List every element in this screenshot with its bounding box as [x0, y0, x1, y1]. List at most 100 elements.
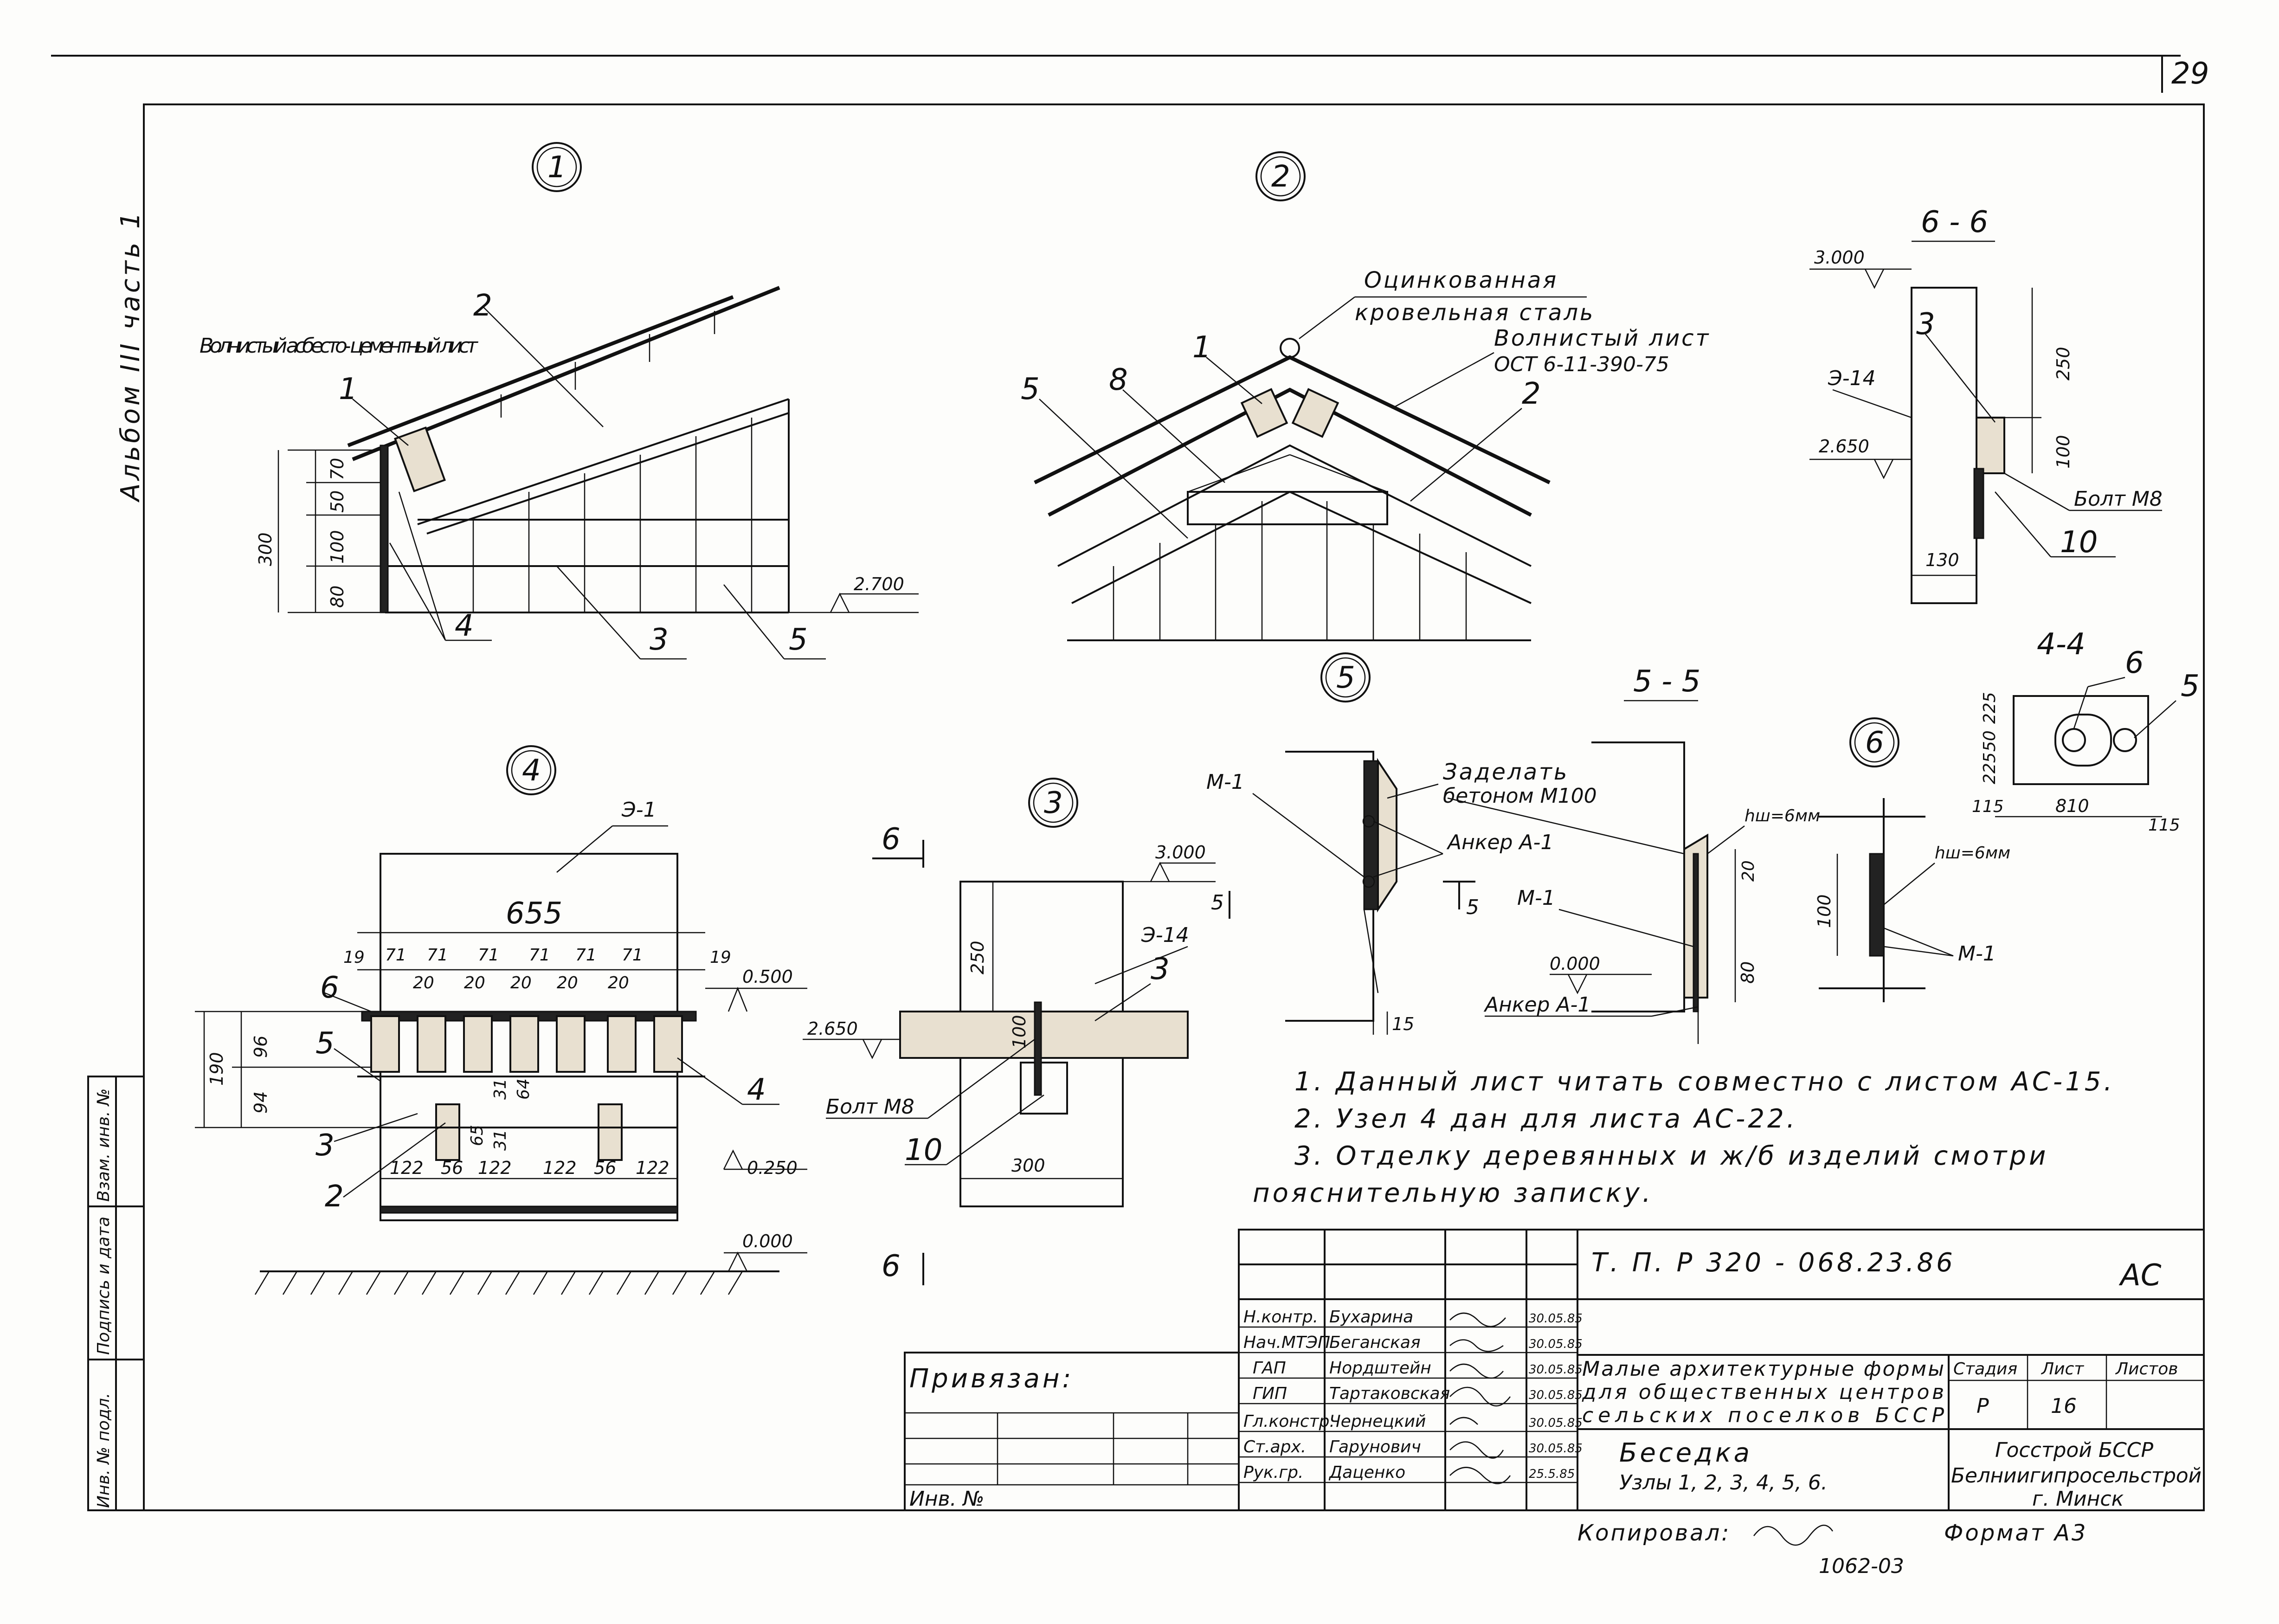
role-4: Гл.констр.: [1243, 1412, 1335, 1431]
section-4-4-title: 4-4: [2037, 627, 2086, 662]
section-4-4-dim-115b: 115: [2148, 816, 2180, 835]
node-4-callout-3: 3: [315, 1128, 335, 1163]
node-4-mid-dim-4: 20: [608, 973, 629, 992]
node-2-sheet-label-1: Волнистый лист: [1494, 325, 1710, 351]
node-4-mid-dim-1: 20: [464, 973, 485, 992]
date-3: 30.05.85: [1529, 1388, 1583, 1402]
date-1: 30.05.85: [1529, 1337, 1583, 1351]
node-3-section-mark-bottom: 6: [882, 1249, 901, 1283]
node-2-callout-8: 8: [1109, 363, 1128, 397]
role-2: ГАП: [1253, 1359, 1286, 1378]
section-4-4-dim-50: 50: [1980, 730, 1999, 752]
node-5-section-mark-left: 5: [1211, 891, 1224, 915]
note-3-cont: пояснительную записку.: [1253, 1178, 1654, 1208]
node-4-inner-65: 65: [468, 1125, 487, 1146]
section-4-4-callout-5: 5: [2181, 669, 2200, 703]
project-line-2: для общественных центров: [1582, 1380, 1944, 1404]
node-5-embed-1: Заделать: [1443, 759, 1569, 785]
node-4-mid-dim-0: 20: [413, 973, 434, 992]
bound-label: Привязан:: [909, 1364, 1074, 1394]
date-6: 25.5.85: [1529, 1467, 1575, 1481]
stage-value: Р: [1976, 1394, 1989, 1418]
node-5-embed-2: бетоном М100: [1443, 784, 1597, 808]
node-4-bottom-dim-2: 122: [478, 1158, 512, 1178]
org-line-3: г. Минск: [2032, 1487, 2124, 1511]
section-6-6-elev-mid: 2.650: [1819, 436, 1869, 457]
section-6-6-callout-e14: Э-14: [1828, 367, 1876, 390]
node-4-top-dim-6: 71: [622, 946, 643, 965]
node-4-elev-0500: 0.500: [742, 967, 793, 987]
section-4-4-callout-6: 6: [2125, 646, 2144, 680]
stamp-inv-podl: Инв. № подл.: [94, 1393, 113, 1508]
name-3: Тартаковская: [1329, 1384, 1450, 1403]
node-5-marker: 5: [1336, 661, 1355, 695]
node-3-elev-mid: 2.650: [807, 1018, 858, 1039]
node-4-top-dim-3: 71: [478, 946, 499, 965]
sheets-header: Листов: [2115, 1360, 2178, 1379]
section-6-6: 6 - 6 3.000 2.650 3 Э-14 10 Болт М8 250 …: [1809, 205, 2163, 604]
node-6-m1: М-1: [1958, 942, 1996, 966]
node-6-marker: 6: [1865, 726, 1884, 760]
note-3: 3. Отделку деревянных и ж/б изделий смот…: [1294, 1141, 2048, 1171]
title-block: Н.контр. Нач.МТЭП ГАП ГИП Гл.констр. Ст.…: [904, 1229, 2205, 1578]
node-1-dim-300: 300: [255, 532, 276, 566]
node-4-top-dim-0: 19: [343, 948, 365, 967]
org-line-1: Госстрой БССР: [1995, 1438, 2154, 1462]
name-0: Бухарина: [1329, 1308, 1413, 1327]
node-2-roof-label-1: Оцинкованная: [1364, 267, 1558, 293]
node-5-anchor: Анкер А-1: [1446, 831, 1553, 854]
section-6-6-callout-10: 10: [2060, 525, 2098, 560]
node-4-top-dim-2: 71: [427, 946, 448, 965]
node-1-callout-4: 4: [455, 609, 474, 643]
node-6: 6 hш=6мм М-1 100: [1814, 717, 2010, 1002]
node-6-dim-100: 100: [1814, 894, 1835, 928]
node-4-mid-dim-2: 20: [510, 973, 532, 992]
sheet-value: 16: [2051, 1394, 2077, 1418]
node-6-weld: hш=6мм: [1935, 844, 2010, 863]
node-3-callout-10: 10: [905, 1133, 942, 1167]
section-6-6-callout-3: 3: [1916, 307, 1935, 342]
section-4-4: 4-4 6 5 225 50 225 115 810 115: [1972, 627, 2200, 835]
node-4-top-dim-5: 71: [575, 946, 597, 965]
archive-number: 1062-03: [1819, 1554, 1904, 1578]
node-4-bottom-dim-4: 56: [594, 1158, 616, 1178]
name-1: Беганская: [1329, 1333, 1421, 1352]
name-2: Нордштейн: [1329, 1359, 1431, 1378]
stage-header: Стадия: [1953, 1360, 2017, 1379]
node-4-elev-0000: 0.000: [742, 1231, 793, 1251]
page-number: 29: [2171, 57, 2209, 91]
note-1: 1. Данный лист читать совместно с листом…: [1294, 1067, 2115, 1097]
node-4-label-e1: Э-1: [621, 798, 657, 822]
role-3: ГИП: [1253, 1384, 1287, 1403]
note-2: 2. Узел 4 дан для листа АС-22.: [1294, 1104, 1797, 1134]
node-4-inner-31b: 31: [491, 1129, 510, 1151]
node-3-marker: 3: [1044, 786, 1063, 820]
node-4-callout-6: 6: [320, 971, 339, 1005]
sheet-header: Лист: [2041, 1360, 2084, 1379]
node-1-dim-100: 100: [327, 530, 348, 564]
project-line-1: Малые архитектурные формы: [1582, 1357, 1944, 1381]
name-4: Чернецкий: [1329, 1412, 1426, 1431]
stamp-sign-date: Подпись и дата: [94, 1217, 113, 1355]
node-4: 4 Э-1 655 19 71 71 71 71 71 71 19 20 20 …: [195, 745, 807, 1295]
node-2-roof-label-2: кровельная сталь: [1355, 300, 1595, 326]
section-6-6-bolt: Болт М8: [2074, 487, 2163, 511]
node-5-section-mark: 5: [1466, 896, 1479, 919]
node-1-dim-70: 70: [327, 458, 348, 480]
node-4-inner-64: 64: [514, 1078, 533, 1100]
org-line-2: Белниигипросельстрой: [1951, 1464, 2202, 1488]
node-5-m1: М-1: [1206, 770, 1244, 794]
node-4-callout-5: 5: [315, 1026, 335, 1061]
section-5-5-title: 5 - 5: [1633, 664, 1700, 699]
name-6: Даценко: [1328, 1463, 1405, 1482]
section-4-4-dim-810: 810: [2055, 796, 2089, 816]
drawing-subtitle: Узлы 1, 2, 3, 4, 5, 6.: [1619, 1471, 1828, 1495]
node-1-dim-50: 50: [327, 490, 348, 513]
node-4-bottom-dim-0: 122: [390, 1158, 424, 1178]
node-4-bottom-dim-1: 56: [441, 1158, 463, 1178]
node-2-callout-2: 2: [1522, 377, 1541, 411]
album-label: Альбом III часть 1: [116, 209, 146, 503]
format-label: Формат А3: [1944, 1520, 2087, 1546]
date-5: 30.05.85: [1529, 1442, 1583, 1456]
drawing-mark: АС: [2118, 1258, 2162, 1293]
